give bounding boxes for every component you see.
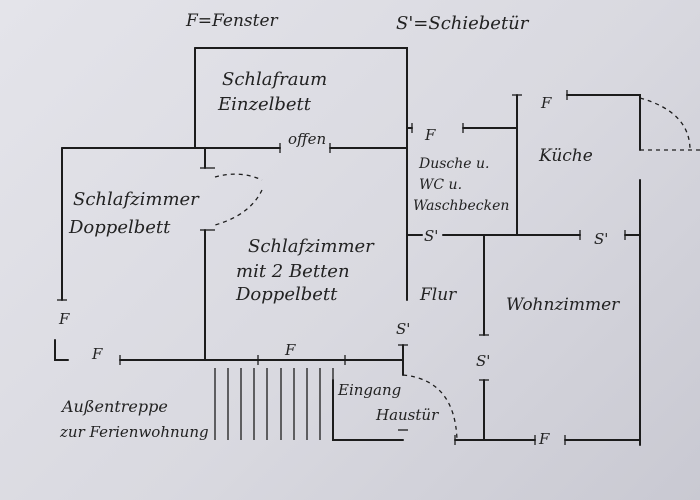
room-dusche-line2: WC u. xyxy=(419,177,462,193)
sliding-door-mark-dusche: S' xyxy=(424,227,438,245)
window-mark-bottom: F xyxy=(284,341,296,359)
sliding-door-mark-wohnzimmer: S' xyxy=(476,352,490,370)
window-mark-wohnzimmer: F xyxy=(538,430,550,448)
room-flur: Flur xyxy=(419,285,457,305)
room-kueche: Küche xyxy=(538,146,593,166)
label-aussentreppe-line1: Außentreppe xyxy=(60,397,168,416)
label-aussentreppe-line2: zur Ferienwohnung xyxy=(59,423,209,441)
legend-window: F=Fenster xyxy=(185,11,279,31)
room-dusche-line3: Waschbecken xyxy=(413,198,509,214)
sliding-door-mark-flur: S' xyxy=(396,320,410,338)
room-schlafzimmer-2betten-beds: mit 2 Betten xyxy=(236,261,350,282)
window-mark-dusche: F xyxy=(424,126,436,144)
window-mark-kueche: F xyxy=(540,94,552,112)
room-schlafzimmer-2betten-name: Schlafzimmer xyxy=(248,236,375,257)
legend-sliding-door: S'=Schiebetür xyxy=(396,13,530,34)
room-haustuer: Haustür xyxy=(375,406,439,424)
room-schlafzimmer-doppel-bed: Doppelbett xyxy=(68,217,171,238)
room-schlafraum-name: Schlafraum xyxy=(222,69,327,90)
sliding-door-mark-kueche: S' xyxy=(594,230,608,248)
room-schlafzimmer-2betten-bed: Doppelbett xyxy=(235,284,338,305)
window-mark-left-bottom: F xyxy=(91,345,103,363)
room-dusche-line1: Dusche u. xyxy=(418,156,490,172)
room-schlafzimmer-doppel-name: Schlafzimmer xyxy=(73,189,200,210)
window-mark-left-side: F xyxy=(58,310,70,328)
exterior-stairs xyxy=(214,368,334,440)
room-eingang: Eingang xyxy=(337,381,401,399)
label-offen: offen xyxy=(288,130,326,148)
room-schlafraum-bed: Einzelbett xyxy=(217,94,312,115)
room-wohnzimmer: Wohnzimmer xyxy=(506,295,620,315)
walls xyxy=(54,47,700,446)
